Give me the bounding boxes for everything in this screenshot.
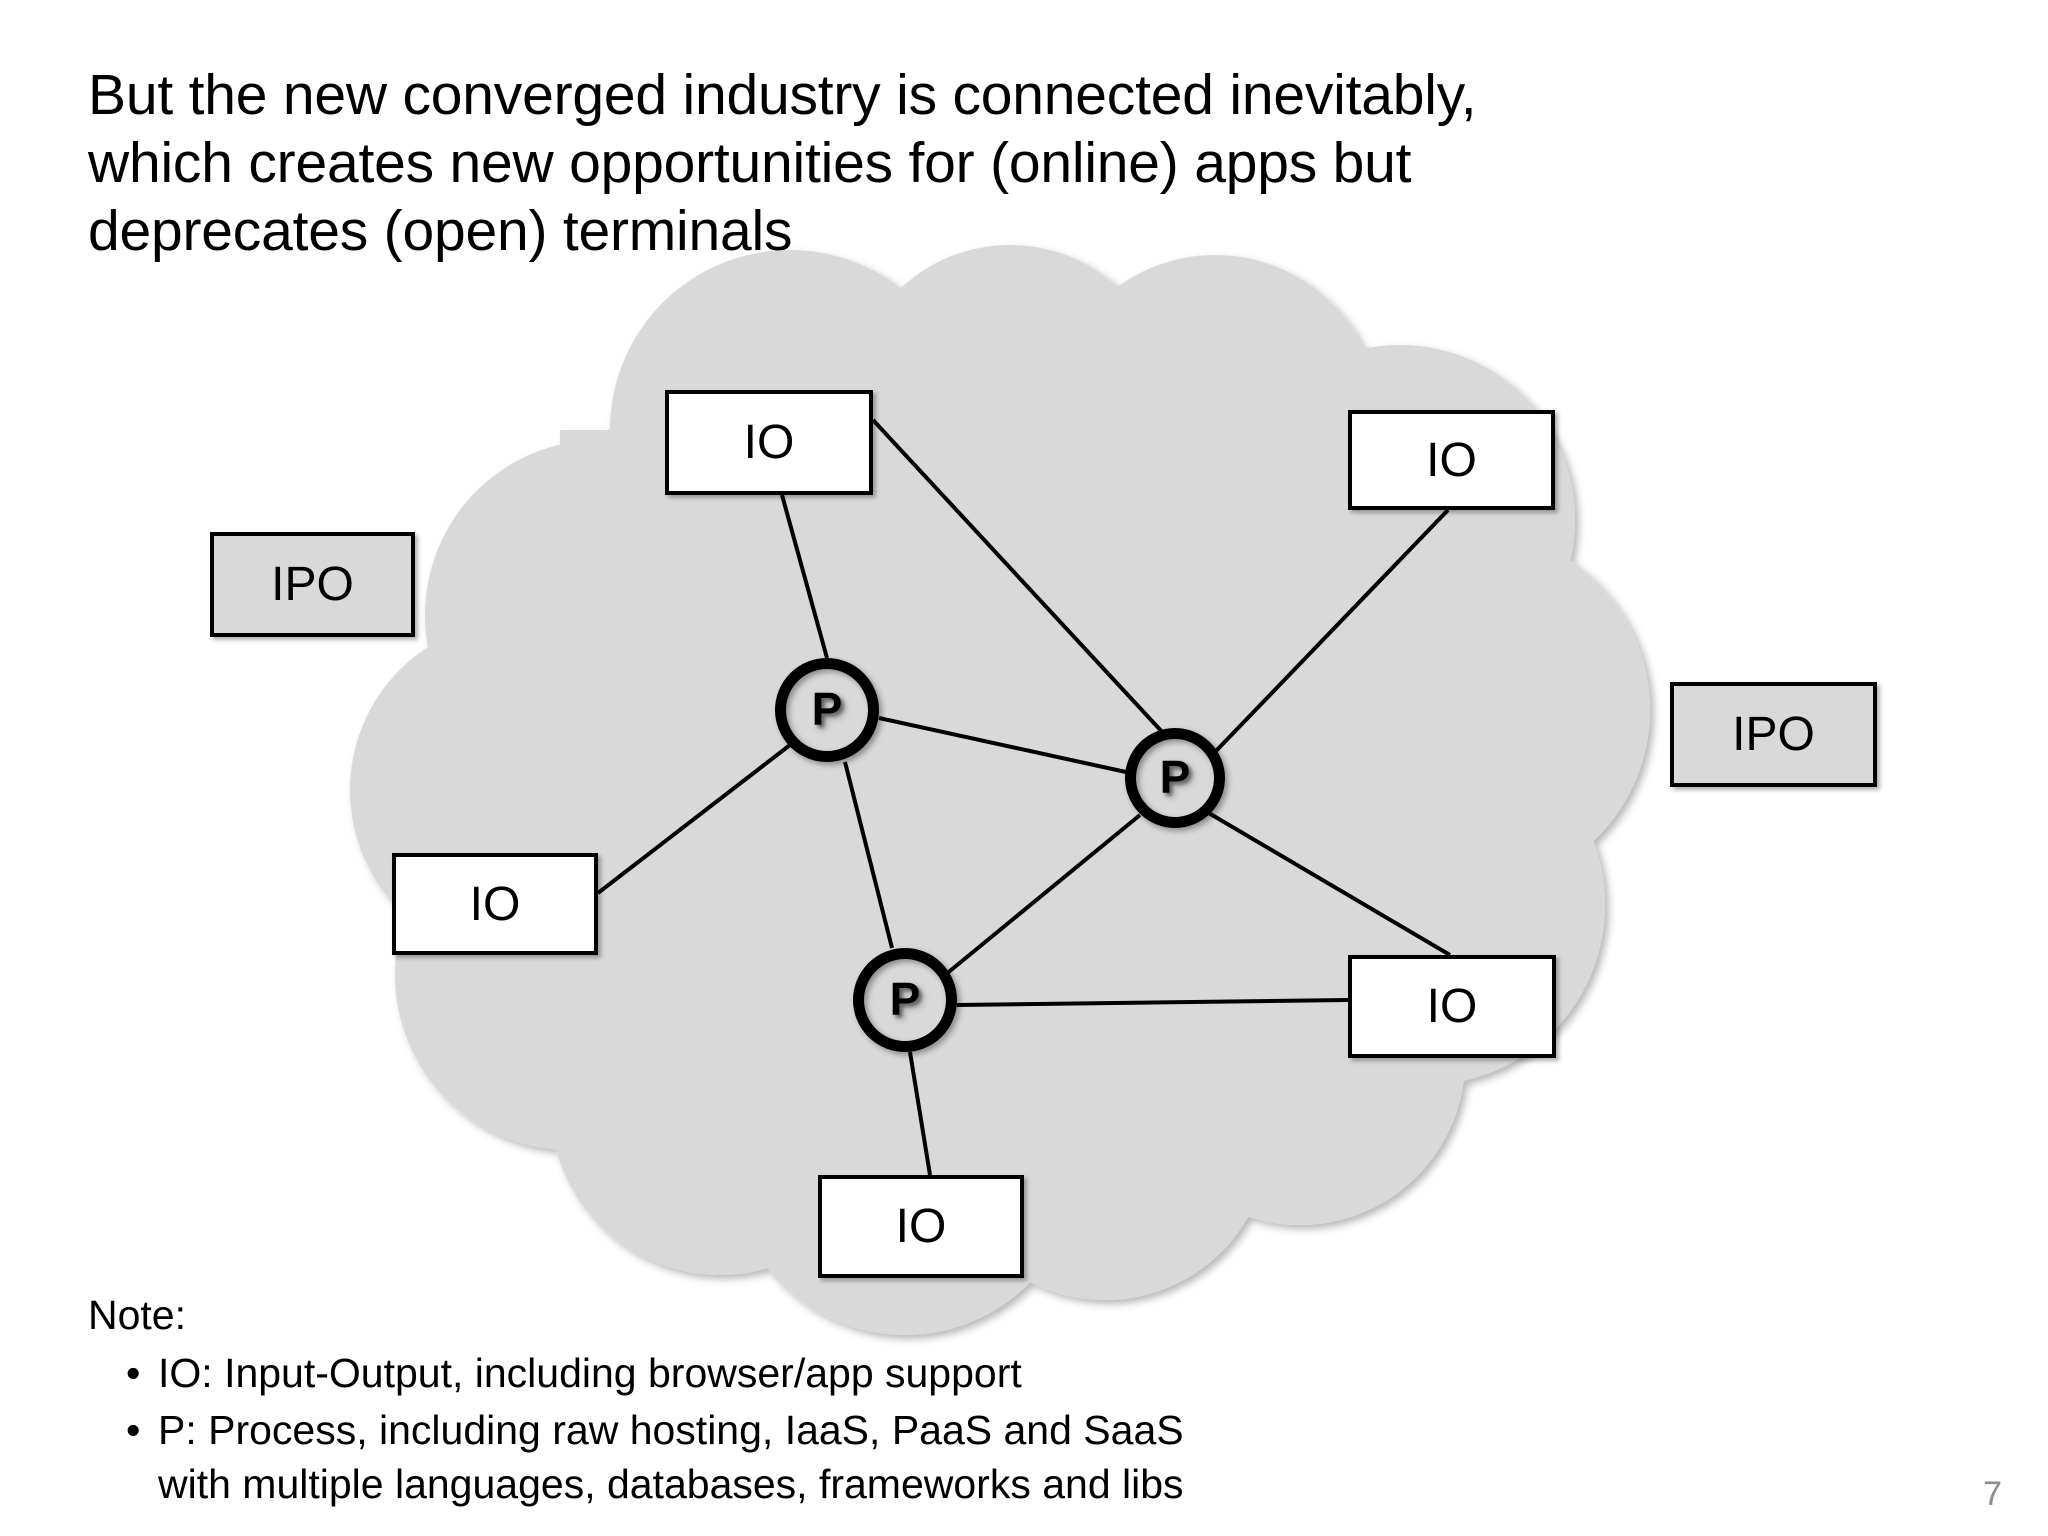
notes-heading: Note: — [88, 1292, 186, 1338]
notes-list-item-p: • P: Process, including raw hosting, Iaa… — [126, 1403, 1488, 1511]
process-node-center[interactable]: P — [1125, 728, 1225, 828]
io-box-top-left[interactable]: IO — [665, 390, 873, 495]
notes-block: Note: • IO: Input-Output, including brow… — [88, 1288, 1488, 1514]
notes-item-p-continuation: with multiple languages, databases, fram… — [158, 1461, 1184, 1508]
process-node-left[interactable]: P — [775, 658, 879, 762]
bullet-icon: • — [126, 1407, 141, 1454]
io-box-bottom-label: IO — [895, 1200, 947, 1253]
process-node-left-label: P — [811, 683, 843, 735]
process-node-bottom[interactable]: P — [853, 948, 957, 1052]
ipo-box-left-label: IPO — [271, 558, 354, 611]
page-title: But the new converged industry is connec… — [88, 63, 1477, 263]
edge-p-left-to-p-center — [878, 716, 1127, 774]
edge-p-center-to-p-bottom — [943, 813, 1142, 977]
edge-p-bottom-to-io-bottom — [908, 1051, 932, 1176]
process-node-bottom-label: P — [889, 973, 921, 1025]
edge-p-bottom-to-io-bottom-right — [956, 998, 1349, 1007]
ipo-box-right[interactable]: IPO — [1670, 682, 1877, 787]
io-box-left-label: IO — [469, 877, 521, 931]
edge-io-top-left-to-p-left — [780, 494, 829, 659]
notes-item-p-text: P: Process, including raw hosting, IaaS,… — [158, 1407, 1184, 1454]
page-number: 7 — [1983, 1475, 2002, 1513]
ipo-box-left[interactable]: IPO — [210, 532, 415, 637]
notes-list-item-io: • IO: Input-Output, including browser/ap… — [126, 1346, 1488, 1400]
io-box-bottom[interactable]: IO — [818, 1175, 1024, 1278]
io-box-top-right[interactable]: IO — [1348, 410, 1555, 510]
io-box-top-left-label: IO — [743, 416, 795, 469]
edge-group — [596, 418, 1452, 1176]
edge-p-center-to-io-bottom-right — [1205, 810, 1452, 957]
io-box-top-right-label: IO — [1426, 433, 1477, 487]
edge-io-top-left-to-p-center — [871, 418, 1167, 737]
edge-io-top-right-to-p-center — [1213, 508, 1450, 754]
io-box-left[interactable]: IO — [392, 853, 598, 955]
ipo-box-right-label: IPO — [1732, 708, 1815, 761]
notes-list: • IO: Input-Output, including browser/ap… — [88, 1346, 1488, 1511]
edge-p-left-to-p-bottom — [843, 761, 894, 949]
process-node-center-label: P — [1159, 751, 1191, 803]
bullet-icon: • — [126, 1350, 141, 1397]
cloud-shape — [350, 245, 1650, 1335]
io-box-bottom-right[interactable]: IO — [1348, 955, 1556, 1058]
io-box-bottom-right-label: IO — [1426, 980, 1478, 1033]
notes-item-io-text: IO: Input-Output, including browser/app … — [158, 1350, 1022, 1397]
edge-io-left-to-p-left — [596, 743, 792, 895]
